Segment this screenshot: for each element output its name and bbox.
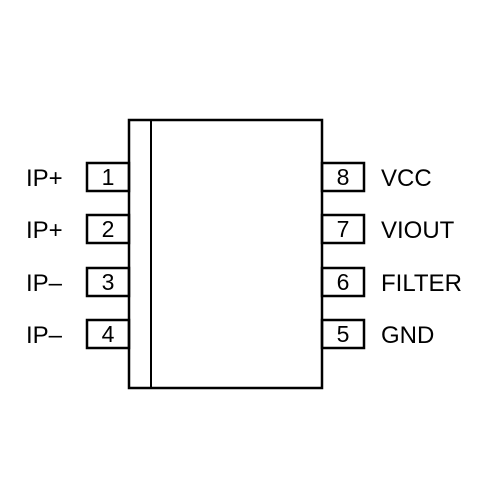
pin-right-box	[320, 213, 366, 245]
pin-right-number: 6	[337, 269, 350, 295]
pin-left-box	[85, 318, 131, 350]
pin-right: 7 VIOUT	[320, 213, 455, 245]
pin-left-label: IP+	[26, 165, 63, 192]
pin-left-box	[85, 213, 131, 245]
pin-right-box	[320, 318, 366, 350]
pin-left-label: IP–	[26, 270, 63, 297]
pin-left: 4 IP–	[26, 318, 131, 350]
pin-left-box	[85, 266, 131, 298]
pin-right-label: VIOUT	[381, 217, 455, 244]
pin-left-number: 1	[102, 164, 115, 190]
pin-right: 5 GND	[320, 318, 434, 350]
pin-left-number: 3	[102, 269, 115, 295]
pin-left-label: IP–	[26, 322, 63, 349]
pin-left-number: 4	[102, 321, 115, 347]
pin-right: 6 FILTER	[320, 266, 462, 298]
pin-left: 1 IP+	[26, 161, 131, 193]
ic-package-body	[127, 118, 324, 390]
pin-left-box	[85, 161, 131, 193]
pin-right-number: 8	[337, 164, 350, 190]
pin-left-number: 2	[102, 216, 115, 242]
pin-left: 2 IP+	[26, 213, 131, 245]
pin-right-label: FILTER	[381, 270, 462, 297]
pin-right: 8 VCC	[320, 161, 432, 193]
pin-right-box	[320, 161, 366, 193]
pin-right-label: VCC	[381, 165, 432, 192]
pin-left: 3 IP–	[26, 266, 131, 298]
pin-right-label: GND	[381, 322, 434, 349]
pin-left-label: IP+	[26, 217, 63, 244]
pin-right-box	[320, 266, 366, 298]
pin-right-number: 5	[337, 321, 350, 347]
pin-right-number: 7	[337, 216, 350, 242]
